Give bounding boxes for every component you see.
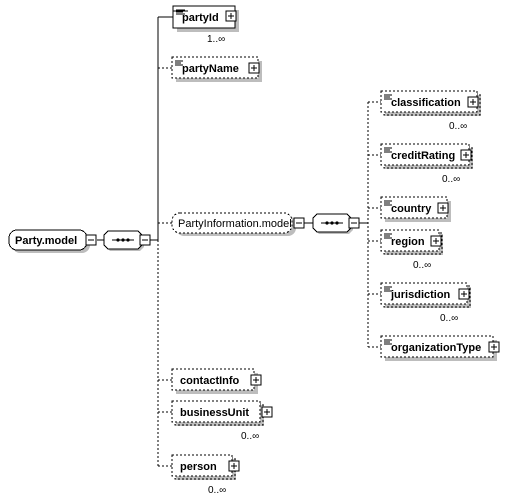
element-doc-icon [384, 339, 392, 345]
element-organizationtype[interactable]: organizationType [380, 335, 500, 361]
element-classification[interactable]: classification 0..∞ [380, 90, 481, 132]
partyname-label: partyName [182, 63, 239, 75]
businessunit-label: businessUnit [180, 407, 249, 419]
classification-multiplicity: 0..∞ [449, 121, 467, 132]
partyid-label: partyId [182, 12, 219, 24]
jurisdiction-multiplicity: 0..∞ [440, 313, 458, 324]
party-model-node[interactable]: Party.model [8, 229, 97, 253]
element-doc-icon [175, 60, 183, 66]
element-region[interactable]: region 0..∞ [380, 229, 443, 271]
sequence-compositor-icon[interactable] [312, 213, 360, 234]
plus-box-icon[interactable] [458, 288, 470, 300]
sequence-compositor-icon[interactable] [103, 230, 151, 251]
element-doc-icon [384, 200, 392, 206]
partyinformation-model-label: PartyInformation.model [178, 218, 292, 230]
plus-box-icon[interactable] [488, 341, 500, 353]
country-label: country [391, 203, 432, 215]
minus-box-icon[interactable] [348, 217, 360, 229]
party-model-label: Party.model [15, 235, 77, 247]
plus-box-icon[interactable] [228, 460, 240, 472]
region-multiplicity: 0..∞ [413, 260, 431, 271]
element-doc-icon [384, 94, 392, 100]
minus-box-icon[interactable] [85, 234, 97, 246]
element-doc-icon [384, 233, 392, 239]
classification-label: classification [391, 97, 461, 109]
plus-box-icon[interactable] [467, 96, 479, 108]
contactinfo-label: contactInfo [180, 375, 240, 387]
plus-box-icon[interactable] [437, 202, 449, 214]
plus-box-icon[interactable] [250, 374, 262, 386]
element-contactinfo[interactable]: contactInfo [171, 368, 262, 394]
minus-box-icon[interactable] [293, 217, 305, 229]
plus-box-icon[interactable] [248, 62, 260, 74]
partyid-multiplicity: 1..∞ [207, 34, 225, 45]
creditrating-label: creditRating [391, 150, 455, 162]
element-businessunit[interactable]: businessUnit 0..∞ [171, 400, 273, 442]
region-label: region [391, 236, 425, 248]
element-creditrating[interactable]: creditRating 0..∞ [380, 143, 473, 185]
element-doc-icon [384, 286, 392, 292]
element-country[interactable]: country [380, 196, 451, 222]
jurisdiction-label: jurisdiction [390, 289, 451, 301]
plus-box-icon[interactable] [261, 406, 273, 418]
person-multiplicity: 0..∞ [208, 485, 226, 496]
plus-box-icon[interactable] [430, 235, 442, 247]
businessunit-multiplicity: 0..∞ [241, 431, 259, 442]
minus-box-icon[interactable] [139, 234, 151, 246]
element-partyid[interactable]: partyId 1..∞ [172, 5, 239, 45]
element-person[interactable]: person 0..∞ [171, 454, 240, 496]
person-label: person [180, 461, 217, 473]
element-doc-icon [384, 147, 392, 153]
creditrating-multiplicity: 0..∞ [442, 174, 460, 185]
organizationtype-label: organizationType [391, 342, 481, 354]
element-partyname[interactable]: partyName [171, 56, 262, 82]
plus-box-icon[interactable] [460, 149, 472, 161]
plus-box-icon[interactable] [225, 10, 237, 22]
element-jurisdiction[interactable]: jurisdiction 0..∞ [380, 282, 471, 324]
partyinformation-model-node[interactable]: PartyInformation.model [171, 212, 305, 236]
element-doc-icon [176, 9, 185, 15]
